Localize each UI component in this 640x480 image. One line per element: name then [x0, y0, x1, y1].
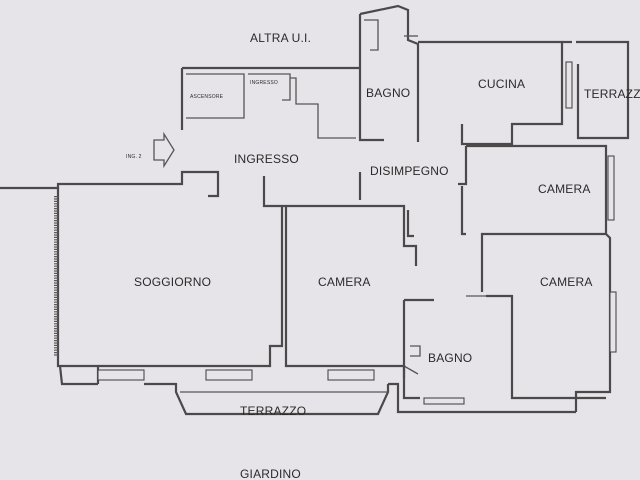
label-soggiorno: SOGGIORNO [134, 275, 211, 289]
label-terrazzo-right: TERRAZZ [584, 87, 640, 101]
label-cucina: CUCINA [478, 77, 525, 91]
walls [0, 4, 630, 416]
label-ingresso-arrow: ING. 2 [126, 154, 142, 160]
entrance-arrow [153, 131, 175, 169]
label-altra-ui: ALTRA U.I. [250, 31, 311, 45]
label-camera-right-bottom: CAMERA [540, 275, 593, 289]
label-giardino: GIARDINO [240, 467, 301, 480]
label-ingresso: INGRESSO [234, 152, 299, 166]
label-ingresso-small: INGRESSO [250, 80, 278, 86]
label-camera-center: CAMERA [318, 275, 371, 289]
label-bagno-bottom: BAGNO [428, 351, 472, 365]
room-labels: ALTRA U.I. BAGNO CUCINA TERRAZZ INGRESSO… [126, 31, 640, 480]
label-disimpegno: DISIMPEGNO [370, 164, 449, 178]
label-bagno-top: BAGNO [366, 86, 410, 100]
label-camera-right-top: CAMERA [538, 182, 591, 196]
label-ascensore: ASCENSORE [190, 94, 224, 100]
label-terrazzo-bottom: TERRAZZO [240, 404, 306, 418]
